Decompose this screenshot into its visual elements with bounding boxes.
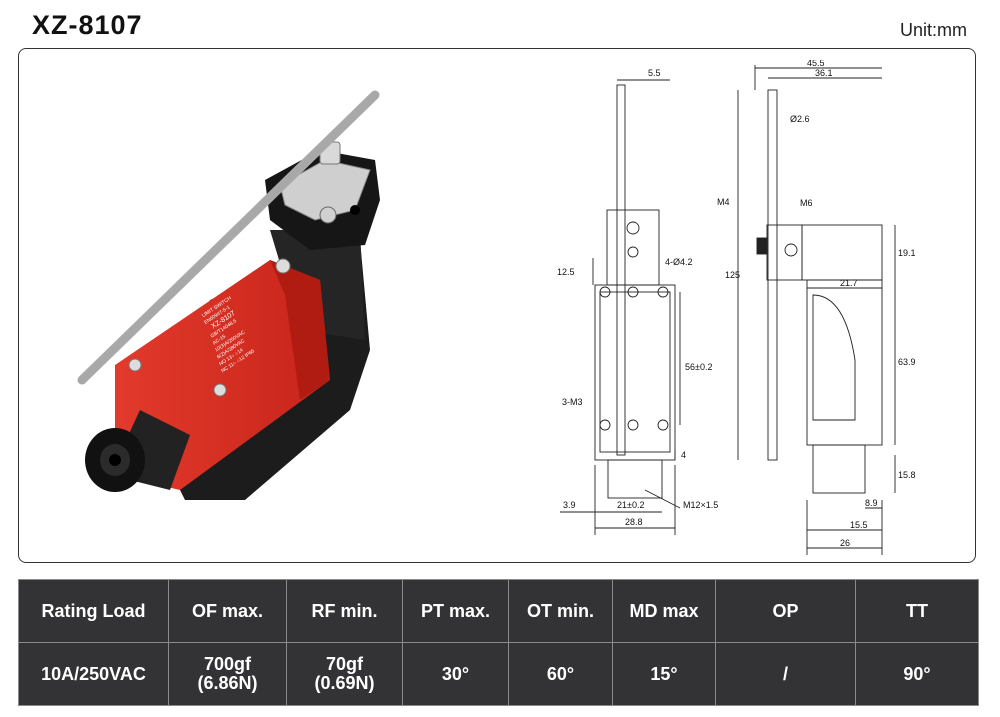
model-title: XZ-8107 xyxy=(32,10,143,40)
dim-side-8-9: 8.9 xyxy=(865,498,878,508)
value-op-text: / xyxy=(782,663,788,684)
header-pt-max: PT max. xyxy=(402,579,509,643)
header-ot-min: OT min. xyxy=(508,579,613,643)
dim-side-15-5: 15.5 xyxy=(850,520,868,530)
value-pt-max: 30° xyxy=(402,642,509,706)
dim-side-19-1: 19.1 xyxy=(898,248,916,258)
value-rating-load-text: 10A/250VAC xyxy=(41,663,146,684)
dim-front-m3: 3-M3 xyxy=(562,397,583,407)
dim-front-5-5: 5.5 xyxy=(648,68,661,78)
value-tt: 90° xyxy=(855,642,979,706)
dim-side-15-8: 15.8 xyxy=(898,470,916,480)
value-rating-load: 10A/250VAC xyxy=(18,642,169,706)
value-rf-min-gf: 70gf xyxy=(325,654,363,674)
dim-front-21: 21±0.2 xyxy=(617,500,644,510)
value-md-max-text: 15° xyxy=(650,663,678,684)
value-of-max-n: (6.86N) xyxy=(197,673,258,693)
spec-value-row: 10A/250VAC 700gf(6.86N) 70gf(0.69N) 30° … xyxy=(18,642,979,706)
dimension-drawing: 5.5 4-Ø4.2 12.5 56±0.2 3-M3 4 M12×1.5 3.… xyxy=(557,60,916,555)
dim-side-36-1: 36.1 xyxy=(815,68,833,78)
value-ot-min: 60° xyxy=(508,642,613,706)
dim-front-3-9: 3.9 xyxy=(563,500,576,510)
value-of-max-gf: 700gf xyxy=(203,654,252,674)
value-ot-min-text: 60° xyxy=(546,663,575,684)
dim-front-4: 4 xyxy=(681,450,686,460)
dim-side-63-9: 63.9 xyxy=(898,357,916,367)
value-pt-max-text: 30° xyxy=(441,663,470,684)
header-tt: TT xyxy=(855,579,979,643)
dim-side-rod-dia: Ø2.6 xyxy=(790,114,810,124)
unit-label: Unit:mm xyxy=(900,20,967,40)
dim-front-m12: M12×1.5 xyxy=(683,500,718,510)
dim-side-125: 125 xyxy=(725,270,740,280)
header-of-max: OF max. xyxy=(168,579,287,643)
dim-side-m4: M4 xyxy=(717,197,730,207)
product-photo: XURUI LIMIT SWITCH EN60947-5-1 XZ-8107 G… xyxy=(77,90,380,500)
spec-table: Rating Load OF max. RF min. PT max. OT m… xyxy=(18,579,979,706)
dim-front-56: 56±0.2 xyxy=(685,362,712,372)
value-rf-min: 70gf(0.69N) xyxy=(286,642,403,706)
header-rating-load: Rating Load xyxy=(18,579,169,643)
dim-front-12-5: 12.5 xyxy=(557,267,575,277)
value-rf-min-n: (0.69N) xyxy=(314,673,375,693)
dim-side-21-7: 21.7 xyxy=(840,278,858,288)
value-md-max: 15° xyxy=(612,642,716,706)
spec-header-row: Rating Load OF max. RF min. PT max. OT m… xyxy=(18,579,979,643)
header-md-max: MD max xyxy=(612,579,716,643)
dim-front-hole: 4-Ø4.2 xyxy=(665,257,693,267)
value-of-max: 700gf(6.86N) xyxy=(168,642,287,706)
header-op: OP xyxy=(715,579,856,643)
dim-side-m6: M6 xyxy=(800,198,813,208)
dim-side-45-5: 45.5 xyxy=(807,60,825,68)
value-op: / xyxy=(715,642,856,706)
dim-front-28-8: 28.8 xyxy=(625,517,643,527)
dim-side-26: 26 xyxy=(840,538,850,548)
header-rf-min: RF min. xyxy=(286,579,403,643)
value-tt-text: 90° xyxy=(903,663,931,684)
